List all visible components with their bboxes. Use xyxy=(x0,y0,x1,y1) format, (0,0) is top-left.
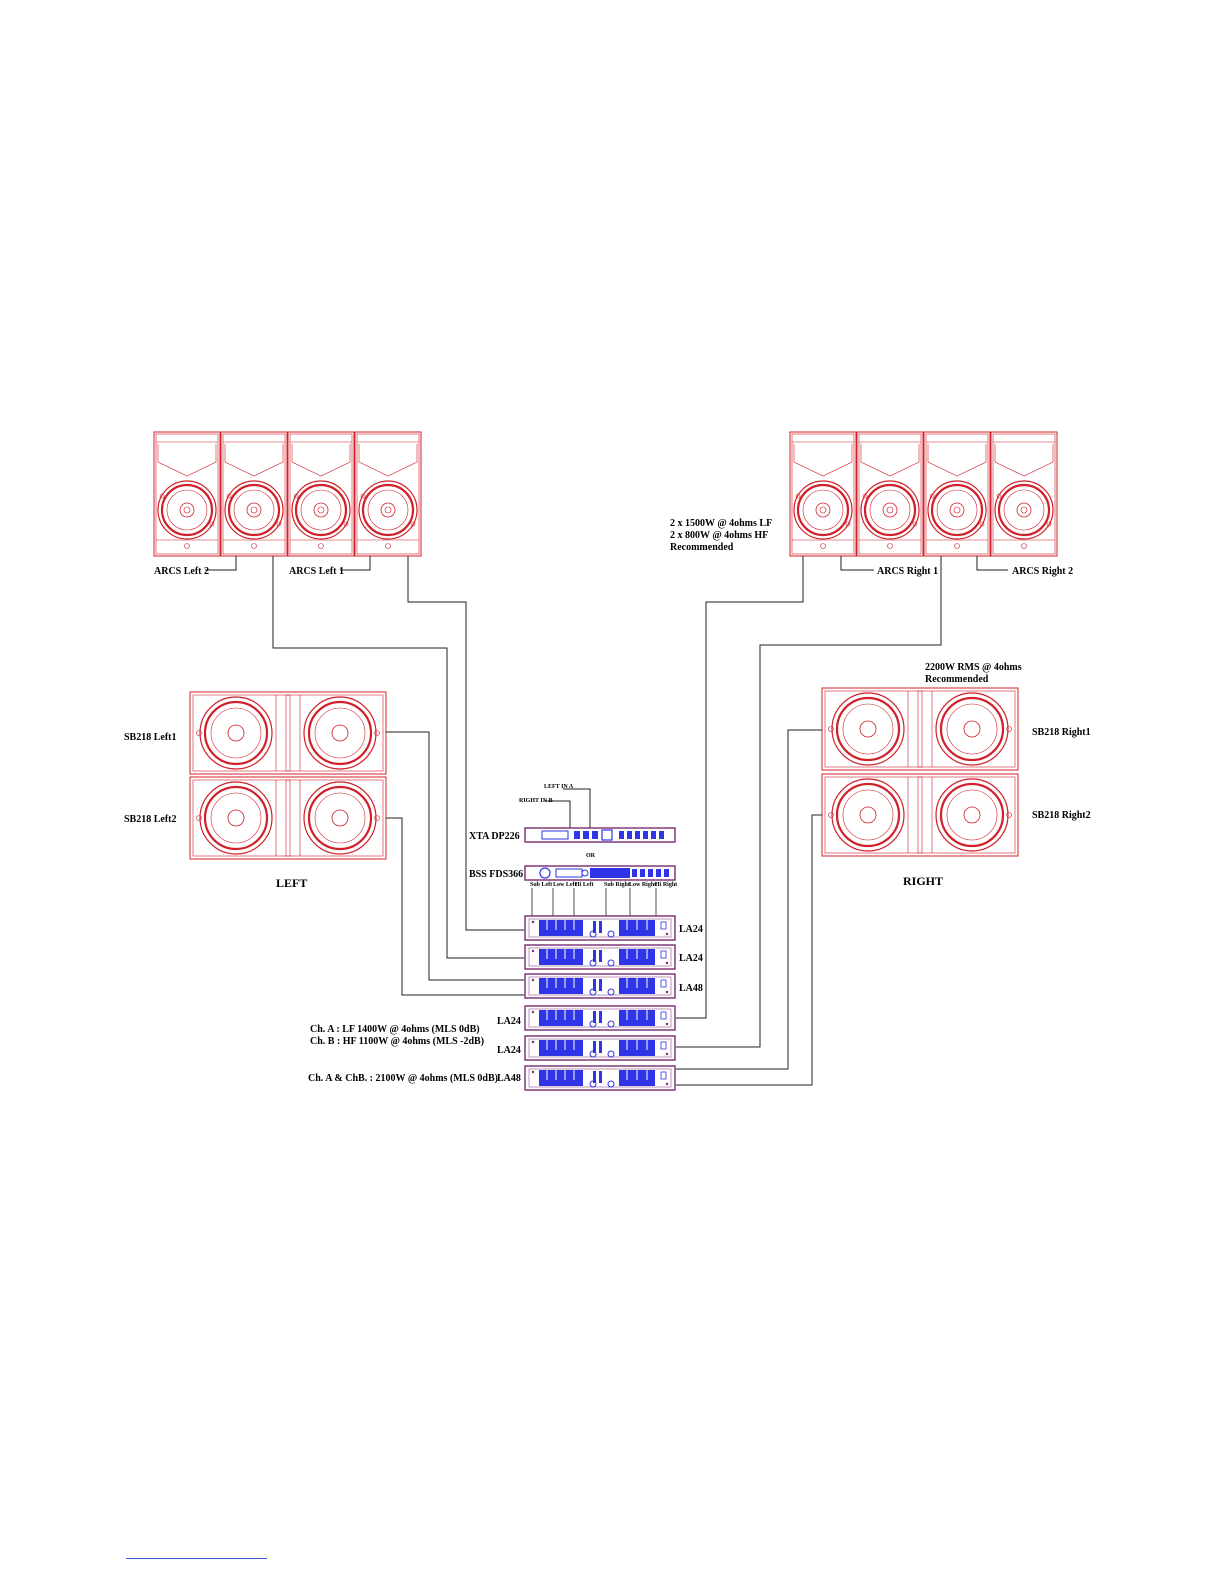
bss-output-drops xyxy=(531,888,657,916)
arcs-right-array xyxy=(788,430,1059,558)
amp-unit xyxy=(524,1065,676,1091)
arcs-rec-line2: 2 x 800W @ 4ohms HF xyxy=(670,530,768,541)
arcs-cabinet xyxy=(219,430,289,558)
arcs-cabinet xyxy=(788,430,858,558)
right-input-label: RIGHT IN B xyxy=(519,798,553,804)
amp-label-left: LA24 xyxy=(497,1016,521,1027)
amp-label-right: LA24 xyxy=(679,953,703,964)
bss-output-label: Sub Left xyxy=(530,882,552,888)
amp-unit xyxy=(524,1005,676,1031)
arcs-cabinet xyxy=(922,430,992,558)
bss-output-label: Hi Left xyxy=(575,882,594,888)
arcs-cabinet xyxy=(353,430,423,558)
arcs-rec-line3: Recommended xyxy=(670,542,734,553)
footer-rule xyxy=(126,1558,267,1559)
sb218-left1-label: SB218 Left1 xyxy=(124,732,177,743)
sb218-right1-cabinet xyxy=(820,686,1020,772)
xta-dp226-processor xyxy=(524,827,676,843)
right-group-label: RIGHT xyxy=(903,874,943,888)
arcs-left-array xyxy=(152,430,423,558)
sb218-right2-label: SB218 Right2 xyxy=(1032,810,1091,821)
amp-label-right: LA48 xyxy=(679,983,703,994)
amp-label-left: LA24 xyxy=(497,1045,521,1056)
amp-unit xyxy=(524,915,676,941)
sb218-left2-cabinet xyxy=(188,775,388,861)
arcs-left1-label: ARCS Left 1 xyxy=(289,566,344,577)
bss-fds366-processor xyxy=(524,865,676,881)
amp-unit xyxy=(524,1035,676,1061)
ch-spec-line2: Ch. B : HF 1100W @ 4ohms (MLS -2dB) xyxy=(310,1036,484,1047)
arcs-cabinet xyxy=(286,430,356,558)
bss-output-label: Sub Right xyxy=(604,882,630,888)
or-label: OR xyxy=(586,853,596,859)
left-group-label: LEFT xyxy=(276,876,307,890)
sb-rec-line2: Recommended xyxy=(925,674,989,685)
arcs-rec-line1: 2 x 1500W @ 4ohms LF xyxy=(670,518,772,529)
arcs-right1-label: ARCS Right 1 xyxy=(877,566,938,577)
sb218-right1-label: SB218 Right1 xyxy=(1032,727,1091,738)
signal-wiring xyxy=(205,556,1008,1086)
sb218-right2-cabinet xyxy=(820,772,1020,858)
amp-label-right: LA24 xyxy=(679,924,703,935)
arcs-cabinet xyxy=(855,430,925,558)
amp-unit xyxy=(524,973,676,999)
amplifier-rack xyxy=(524,915,676,1091)
arcs-right2-label: ARCS Right 2 xyxy=(1012,566,1073,577)
amp-unit xyxy=(524,944,676,970)
ch-spec-line3: Ch. A & ChB. : 2100W @ 4ohms (MLS 0dB) xyxy=(308,1073,498,1084)
arcs-cabinet xyxy=(989,430,1059,558)
sb218-left2-label: SB218 Left2 xyxy=(124,814,177,825)
bss-output-label: Low Left xyxy=(553,882,577,888)
bss-label: BSS FDS366 xyxy=(469,869,523,880)
arcs-cabinet xyxy=(152,430,222,558)
left-input-label: LEFT IN A xyxy=(544,784,574,790)
ch-spec-line1: Ch. A : LF 1400W @ 4ohms (MLS 0dB) xyxy=(310,1024,480,1035)
amp-label-left: LA48 xyxy=(497,1073,521,1084)
sb218-left1-cabinet xyxy=(188,690,388,776)
bss-output-label: Low Right xyxy=(629,882,656,888)
arcs-left2-label: ARCS Left 2 xyxy=(154,566,209,577)
xta-label: XTA DP226 xyxy=(469,831,520,842)
bss-output-labels: Sub Left Low Left Hi Left Sub Right Low … xyxy=(530,882,677,888)
sb-rec-line1: 2200W RMS @ 4ohms xyxy=(925,662,1022,673)
bss-output-label: Hi Right xyxy=(655,882,677,888)
